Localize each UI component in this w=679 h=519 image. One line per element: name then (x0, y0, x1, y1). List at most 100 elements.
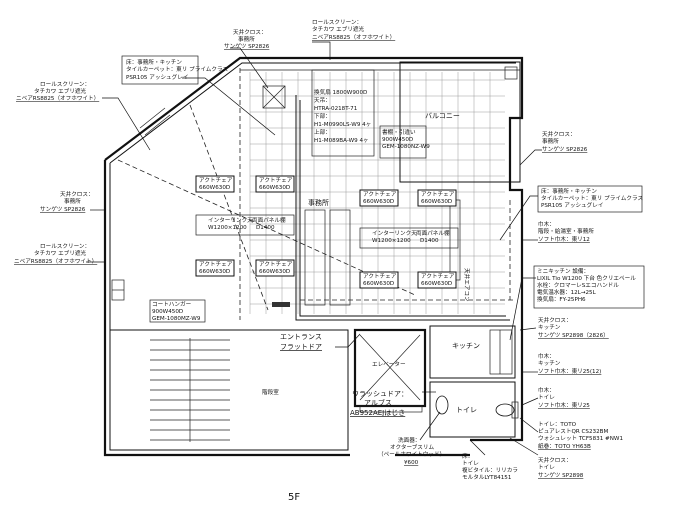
ac-text-1: 換気扇 1800W900D (314, 88, 367, 96)
inter-right-2: W1200×1200 (372, 238, 411, 244)
right-base-3: ソフト巾木：東リ12 (538, 235, 590, 243)
roll-left2-1: ロールスクリーン： (40, 243, 90, 250)
right-ceiling-3: サンゲツ SP2826 (542, 145, 588, 153)
desk-size-l1: 660W630D (199, 185, 230, 191)
stair-treads (150, 338, 230, 442)
stairwell: 階段室 (109, 329, 349, 451)
k-base-3: ソフト巾木：東リ25(12) (538, 367, 601, 375)
desk-cluster-left: アクトチェア 660W630D アクトチェア 660W630D アクトチェア 6… (195, 175, 295, 277)
right-base-2: 階段・給湯室・事務所 (538, 227, 594, 235)
callout-top-roll: ロールスクリーン： タチカワ エブリ遮光 ニベアRS8825（オフホワイト） (312, 19, 395, 41)
ac-text-3: HTRA-0218T-71 (314, 106, 358, 112)
inter-left-3: 両面パネル棚 (252, 216, 286, 224)
left-window (111, 107, 171, 301)
ceiling-ac-label: 天井エアコン (463, 268, 471, 302)
storage-text-1: 書棚・引違い (382, 128, 416, 136)
k-base-1: 巾木： (538, 352, 555, 360)
ac-text-4: 下部： (314, 112, 331, 120)
storage-text-2: 900W450D (382, 137, 413, 143)
wash-3: （ペールホワイトウッド） (378, 450, 445, 458)
ac-cabinet: 換気扇 1800W900D 天吊： HTRA-0218T-71 下部： H1-M… (311, 69, 430, 159)
entrance-1: エントランス (280, 333, 322, 341)
callout-entrance-door: エントランス フラットドア (280, 333, 322, 351)
callout-toilet-fixture: トイレ：TOTO ピュアレストQR CS232BM ウォシュレット TCF583… (538, 422, 623, 450)
wc-door-3: AB952AEJはじき (350, 409, 405, 417)
k-ceiling-1: 天井クロス： (538, 316, 572, 324)
callout-mini-kitchen: ミニキッチン 設備： LIXIL Tio W1200 下台 色クリエペール 水栓… (533, 265, 645, 309)
t-base-2: トイレ (538, 395, 555, 401)
callout-wc-door: ウラッシュドア： アルブス AB952AEJはじき (350, 390, 408, 417)
desk-size-l2: 660W630D (259, 185, 290, 191)
t-fix-1: トイレ：TOTO (538, 422, 577, 428)
top-ceiling-3: サンゲツ SP2826 (224, 42, 270, 50)
t-ceiling-2: トイレ (538, 465, 555, 471)
callout-toilet-base: 巾木： トイレ ソフト巾木：東リ25 (538, 386, 590, 409)
top-ceiling-1: 天井クロス： (233, 28, 267, 36)
ac-text-6: 上部： (314, 128, 331, 136)
t-base-1: 巾木： (538, 386, 555, 394)
t-fix-2: ピュアレストQR CS232BM (538, 428, 608, 435)
elevator-shaft: エレベーター (353, 328, 427, 413)
coat-3: GEM-1080MZ-W9 (152, 316, 201, 322)
right-floor-1: 床：事務所・キッチン (541, 187, 597, 195)
callout-floor-left: 床：事務所・キッチン タイルカーペット：東リ プライムクラス PSR105 アッ… (121, 55, 228, 85)
t-fix-3: ウォシュレット TCF5831 #NW1 (538, 434, 623, 442)
wc-door-2: アルブス (364, 398, 392, 407)
callout-ceiling-left: 天井クロス： 事務所 サンゲツ SP2826 (40, 190, 94, 213)
t-floor-2: トイレ (462, 461, 479, 467)
desk-size-l4: 660W630D (259, 269, 290, 275)
right-ceiling-2: 事務所 (542, 137, 559, 145)
wc-door-1: ウラッシュドア： (352, 390, 408, 398)
inter-left-4: D1400 (256, 225, 275, 231)
wash-1: 洗面器： (398, 436, 420, 444)
inter-left-1: インターリンク天 (208, 216, 253, 224)
k-ceiling-3: サンゲツ SP2898（2826） (538, 331, 609, 339)
desk-size-r1: 660W630D (363, 199, 394, 205)
wash-4: ¥600 (404, 460, 419, 466)
t-floor-1: 床： (462, 452, 473, 460)
desk-head-l1: アクトチェア (199, 177, 233, 184)
inter-right-3: 両面パネル棚 (416, 229, 450, 237)
inter-right-1: インターリンク天 (372, 229, 417, 237)
ceiling-left-3: サンゲツ SP2826 (40, 205, 86, 213)
ac-text-5: H1-M0990LS-W9 4ヶ (314, 122, 371, 128)
ac-text-7: H1-M089BA-W9 4ヶ (314, 138, 369, 144)
callout-roll-left2: ロールスクリーン： タチカワ エブリ遮光 ニベアRS8825（オフホワイト） (14, 243, 97, 265)
callout-toilet-floor: 床： トイレ 複ビタイル：リリカラ モルタルLYT84151 (462, 452, 518, 481)
balcony-label: バルコニー (425, 112, 460, 120)
leader-lines (86, 41, 542, 456)
t-floor-4: モルタルLYT84151 (462, 473, 512, 481)
callout-right-ceiling: 天井クロス： 事務所 サンゲツ SP2826 (542, 130, 588, 153)
k-ceiling-2: キッチン (538, 324, 561, 331)
coat-2: 900W450D (152, 309, 183, 315)
office-partitions (240, 69, 520, 321)
top-roll-1: ロールスクリーン： (312, 19, 362, 26)
t-ceiling-3: サンゲツ SP2898 (538, 471, 584, 479)
mini-k-1: ミニキッチン 設備： (537, 267, 589, 275)
desk-cluster-right: アクトチェア 660W630D アクトチェア 660W630D アクトチェア 6… (359, 189, 459, 289)
floor-left-2: タイルカーペット：東リ プライムクラス (126, 65, 228, 73)
t-fix-4: 紙巻：TOTO YH63B (538, 442, 591, 450)
roll-left-2: タチカワ エブリ遮光 (34, 87, 87, 95)
callout-roll-left: ロールスクリーン： タチカワ エブリ遮光 ニベアRS8825（オフホワイト） (16, 81, 99, 102)
desk-size-r4: 660W630D (421, 281, 452, 287)
top-roll-3: ニベアRS8825（オフホワイト） (312, 34, 395, 41)
t-ceiling-1: 天井クロス： (538, 456, 572, 464)
storage-text-3: GEM-1080NZ-W9 (382, 144, 430, 150)
inter-right-4: D1400 (420, 238, 439, 244)
inter-left-2: W1200×1200 (208, 225, 247, 231)
right-ceiling-1: 天井クロス： (542, 130, 576, 138)
roll-left2-3: ニベアRS8825（オフホワイト） (14, 258, 97, 265)
right-floor-2: タイルカーペット：東リ プライムクラス (541, 194, 643, 202)
dashed-lines (117, 68, 515, 320)
kitchen-label: キッチン (452, 342, 480, 350)
mini-k-4: 電気温水器：12L→25L (537, 288, 597, 296)
mini-k-5: 換気扇：FY-25PH6 (537, 295, 586, 303)
desk-size-l3: 660W630D (199, 269, 230, 275)
t-base-3: ソフト巾木：東リ25 (538, 401, 590, 409)
callout-top-ceiling: 天井クロス： 事務所 サンゲツ SP2826 (224, 28, 270, 50)
entrance-2: フラットドア (280, 343, 322, 351)
top-roll-2: タチカワ エブリ遮光 (312, 25, 365, 33)
desk-head-l2: アクトチェア (259, 177, 293, 184)
desk-head-r1: アクトチェア (363, 191, 397, 198)
